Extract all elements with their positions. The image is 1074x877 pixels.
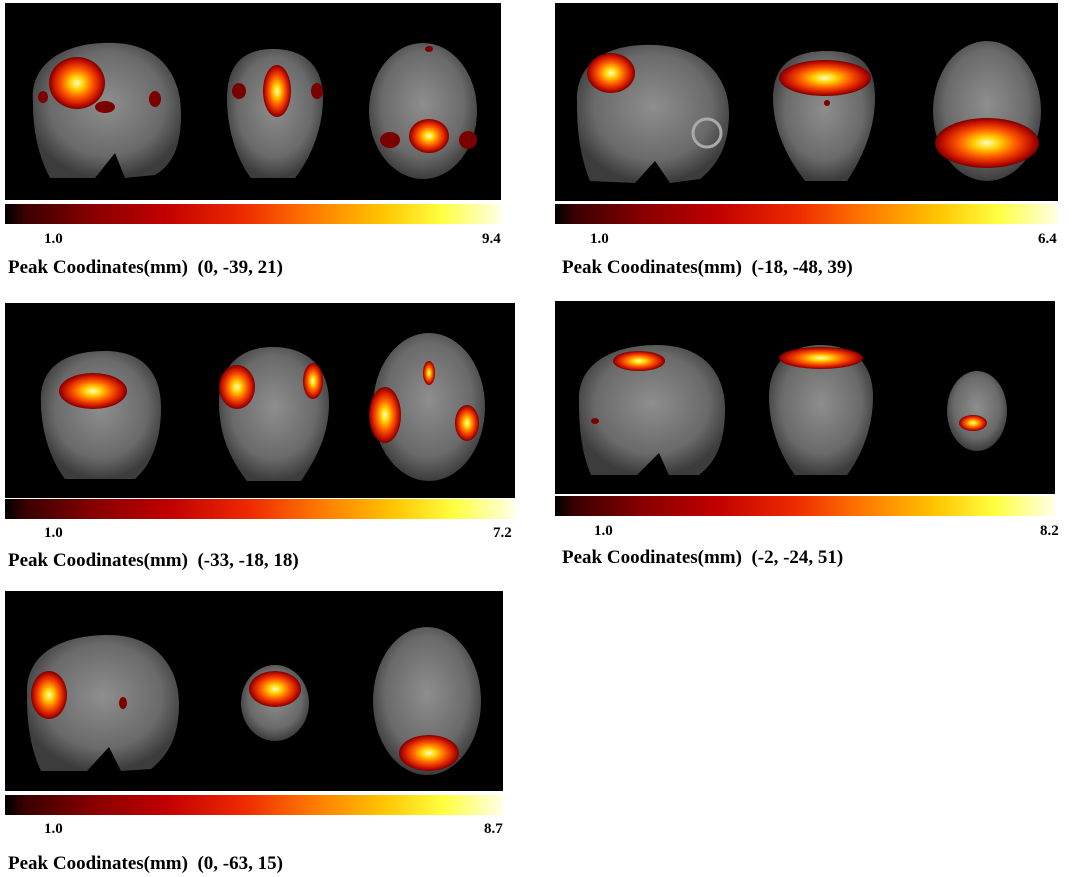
peak-value: (-18, -48, 39)	[751, 257, 853, 278]
coronal-slice	[219, 347, 329, 481]
activation-blob	[779, 347, 863, 369]
peak-coordinates: Peak Coodinates(mm) (-33, -18, 18)	[8, 551, 299, 570]
colorbar-min-label: 1.0	[590, 231, 609, 247]
sagittal-slice	[26, 635, 180, 771]
colorbar-max-label: 8.2	[1040, 523, 1059, 539]
peak-coordinates: Peak Coodinates(mm) (-2, -24, 51)	[562, 548, 843, 567]
colorbar	[5, 499, 515, 519]
peak-coordinates: Peak Coodinates(mm) (0, -39, 21)	[8, 258, 283, 277]
colorbar-max-label: 8.7	[484, 821, 503, 837]
sagittal-slice	[576, 44, 729, 183]
colorbar-min-label: 1.0	[44, 525, 63, 541]
activation-blob	[31, 671, 67, 719]
peak-value: (0, -63, 15)	[197, 853, 283, 874]
colorbar	[555, 496, 1055, 516]
colorbar	[5, 204, 501, 224]
peak-label: Peak Coodinates(mm)	[8, 257, 188, 278]
activation-blob	[959, 415, 987, 431]
activation-blob	[263, 65, 291, 117]
brain-slices-image	[5, 3, 501, 200]
coronal-slice	[241, 665, 309, 741]
activation-blob	[369, 387, 401, 443]
activation-blob	[935, 118, 1039, 168]
peak-label: Peak Coodinates(mm)	[562, 547, 742, 568]
colorbar-min-label: 1.0	[44, 821, 63, 837]
activation-blob	[779, 60, 871, 96]
colorbar-min-label: 1.0	[594, 523, 613, 539]
peak-label: Peak Coodinates(mm)	[562, 257, 742, 278]
coronal-slice	[773, 51, 875, 181]
sagittal-slice	[578, 345, 725, 475]
peak-coordinates: Peak Coodinates(mm) (0, -63, 15)	[8, 854, 283, 873]
activation-blob	[49, 57, 105, 109]
brain-slices-image	[555, 301, 1055, 494]
activation-blob	[587, 53, 635, 93]
peak-value: (0, -39, 21)	[197, 257, 283, 278]
axial-slice	[947, 371, 1007, 451]
peak-label: Peak Coodinates(mm)	[8, 550, 188, 571]
axial-slice	[373, 627, 481, 775]
brain-slices-image	[5, 303, 515, 498]
colorbar-min-label: 1.0	[44, 231, 63, 247]
colorbar-max-label: 9.4	[482, 231, 501, 247]
colorbar	[5, 795, 503, 815]
activation-blob	[249, 671, 301, 707]
sagittal-slice	[32, 42, 181, 179]
sagittal-slice	[40, 351, 161, 479]
coronal-slice	[227, 49, 323, 178]
activation-blob	[613, 351, 665, 371]
colorbar-max-label: 7.2	[493, 525, 512, 541]
brain-slices-image	[5, 591, 503, 791]
axial-slice	[369, 333, 485, 481]
activation-blob	[409, 119, 449, 153]
peak-value: (-2, -24, 51)	[751, 547, 844, 568]
peak-value: (-33, -18, 18)	[197, 550, 299, 571]
axial-slice	[933, 41, 1041, 181]
colorbar	[555, 204, 1058, 224]
axial-slice	[369, 43, 477, 179]
coronal-slice	[769, 345, 873, 475]
peak-coordinates: Peak Coodinates(mm) (-18, -48, 39)	[562, 258, 853, 277]
activation-blob	[219, 365, 255, 409]
peak-label: Peak Coodinates(mm)	[8, 853, 188, 874]
activation-blob	[59, 373, 127, 409]
activation-blob	[399, 735, 459, 771]
colorbar-max-label: 6.4	[1038, 231, 1057, 247]
brain-slices-image	[555, 3, 1058, 201]
